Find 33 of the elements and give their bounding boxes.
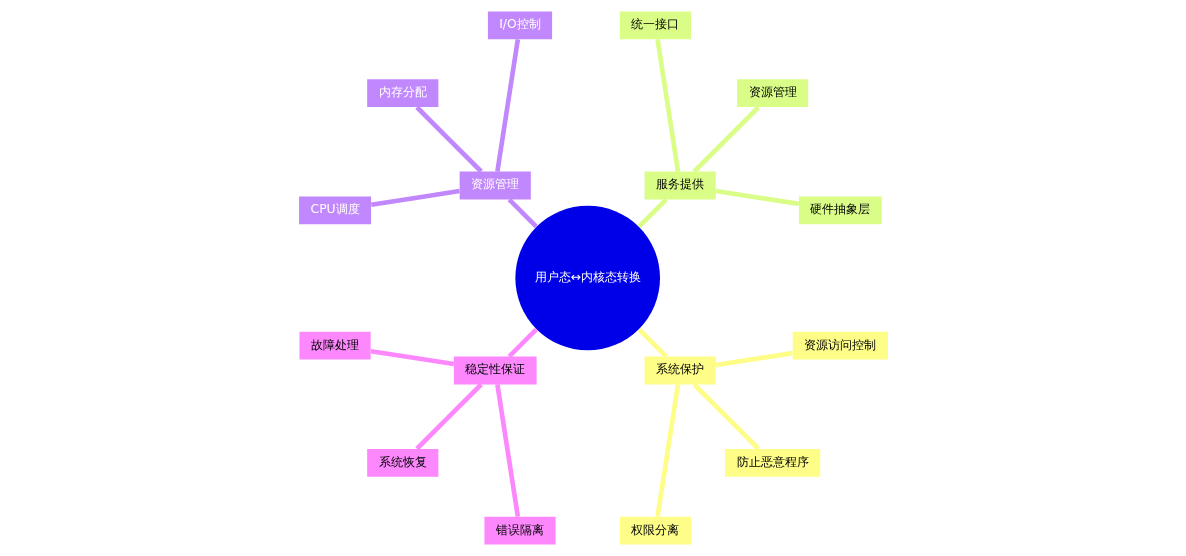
connector: [370, 188, 460, 207]
connector: [636, 197, 668, 229]
connector: [507, 327, 538, 359]
node-box: 系统保护: [644, 356, 716, 385]
connector: [692, 382, 760, 451]
node-box: 系统恢复: [366, 449, 438, 477]
node-box: 资源管理: [459, 171, 531, 200]
node-box: 故障处理: [299, 331, 371, 360]
connector: [494, 384, 520, 517]
node-box: 资源管理: [736, 79, 808, 107]
node-circle: 用户态↔内核态转换: [514, 205, 660, 351]
node-box: CPU调度: [298, 196, 371, 225]
connector: [715, 350, 793, 368]
node-box: 服务提供: [644, 171, 716, 200]
node-box: 内存分配: [366, 79, 438, 107]
connector: [370, 348, 454, 367]
connector: [654, 384, 680, 517]
node-box: 防止恶意程序: [724, 449, 820, 477]
node-box: 稳定性保证: [453, 356, 537, 385]
node-box: 统一接口: [619, 11, 691, 40]
connector: [494, 39, 520, 172]
connector: [715, 188, 799, 207]
connector: [636, 327, 668, 359]
node-box: 资源访问控制: [792, 331, 888, 360]
connector: [507, 197, 538, 229]
node-box: I/O控制: [487, 11, 552, 40]
node-box: 硬件抽象层: [798, 196, 882, 225]
connector: [414, 382, 483, 451]
node-box: 错误隔离: [483, 516, 556, 545]
node-box: 权限分离: [619, 516, 691, 545]
connector: [414, 105, 483, 174]
connector: [654, 39, 680, 172]
connector: [692, 105, 760, 174]
